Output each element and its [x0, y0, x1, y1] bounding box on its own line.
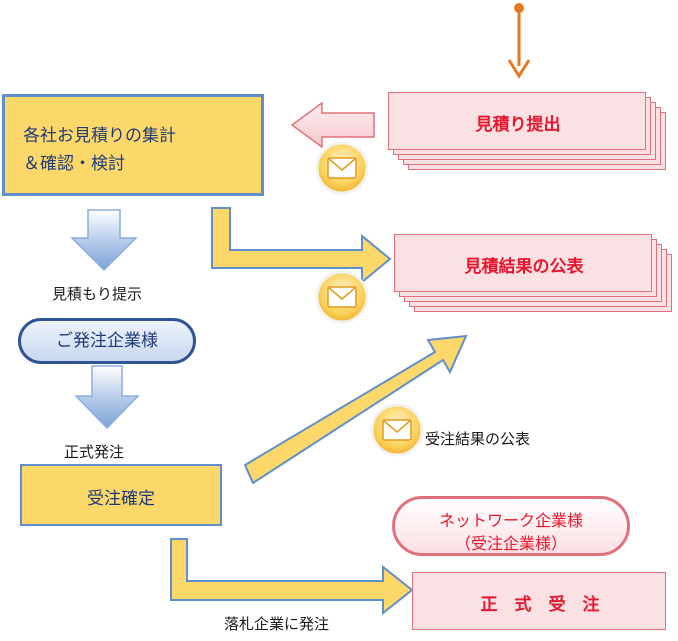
order-result-label: 受注結果の公表 [425, 430, 531, 448]
estimate-submit-box: 見積り提出 [388, 92, 646, 150]
order-confirm-box: 受注確定 [20, 464, 222, 526]
mail-icon [315, 141, 369, 195]
blue-down-arrow-1 [70, 209, 138, 272]
top-orange-arrow [507, 3, 531, 79]
main-summary-box: 各社お見積りの集計 ＆確認・検討 [2, 94, 264, 196]
yellow-arrow-to-receipt [170, 538, 414, 616]
official-receipt-box: 正 式 受 注 [412, 572, 666, 630]
client-company-label: ご発注企業様 [56, 331, 158, 351]
official-order-label: 正式発注 [64, 443, 125, 461]
pink-left-arrow [290, 101, 375, 149]
yellow-arrow-to-results [211, 207, 392, 285]
network-company-pill: ネットワーク企業様 （受注企業様） [392, 496, 630, 556]
estimate-submit-label: 見積り提出 [475, 115, 561, 135]
blue-down-arrow-2 [74, 365, 140, 430]
official-receipt-label: 正 式 受 注 [480, 595, 600, 615]
order-confirm-label: 受注確定 [87, 489, 155, 509]
mail-icon [315, 270, 369, 324]
awarded-order-label: 落札企業に発注 [224, 615, 330, 633]
main-summary-line1: 各社お見積りの集計 [23, 126, 176, 146]
estimate-presented-label: 見積もり提示 [52, 285, 143, 303]
estimate-result-label: 見積結果の公表 [464, 257, 584, 277]
network-company-line2: （受注企業様） [454, 534, 567, 553]
client-company-pill: ご発注企業様 [18, 318, 196, 364]
network-company-line1: ネットワーク企業様 [438, 511, 583, 530]
estimate-result-box: 見積結果の公表 [394, 234, 652, 292]
mail-icon [370, 403, 424, 457]
main-summary-line2: ＆確認・検討 [23, 154, 125, 174]
yellow-diagonal-arrow [243, 334, 468, 485]
